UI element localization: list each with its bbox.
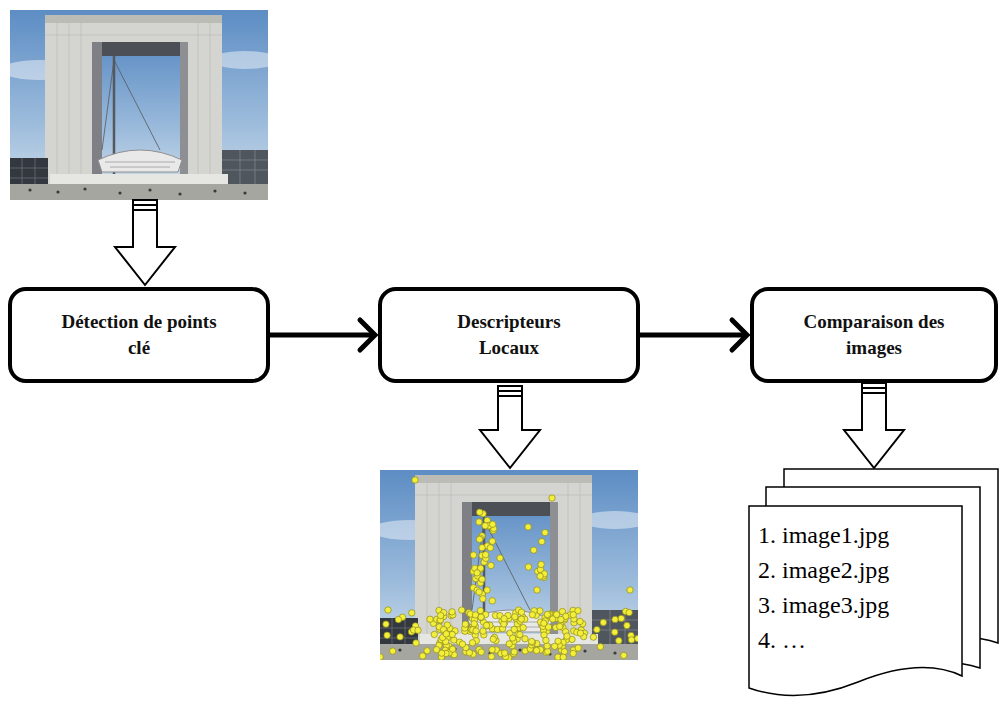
source-photo <box>10 10 268 200</box>
connector-arrow <box>844 383 904 468</box>
result-entry: 3. image3.jpg <box>758 588 889 623</box>
box-label: Descripteurs Locaux <box>429 309 589 360</box>
box-label: Détection de points clé <box>59 309 219 360</box>
text-group: Comparaison des images <box>794 309 954 360</box>
connector-arrow <box>270 320 375 350</box>
result-entry: 1. image1.jpg <box>758 518 889 553</box>
text-group: Détection de points clé <box>59 309 219 360</box>
result-entry: 2. image2.jpg <box>758 553 889 588</box>
connector-arrow <box>640 320 747 350</box>
text-group: 1. image1.jpg2. image2.jpg3. image3.jpg4… <box>758 518 889 658</box>
keypoint-photo <box>380 470 638 660</box>
document-stack <box>748 468 1000 700</box>
text-group: Descripteurs Locaux <box>429 309 589 360</box>
hollow-arrow <box>480 386 540 468</box>
hollow-arrow <box>115 200 175 285</box>
keypoint-dots <box>380 477 638 660</box>
process-box: Comparaison des images <box>750 287 998 383</box>
process-box: Descripteurs Locaux <box>378 287 640 383</box>
process-box: Détection de points clé <box>8 287 270 383</box>
box-label: Comparaison des images <box>794 309 954 360</box>
result-entry: 4. … <box>758 623 889 658</box>
result-document: 1. image1.jpg2. image2.jpg3. image3.jpg4… <box>748 468 1000 700</box>
